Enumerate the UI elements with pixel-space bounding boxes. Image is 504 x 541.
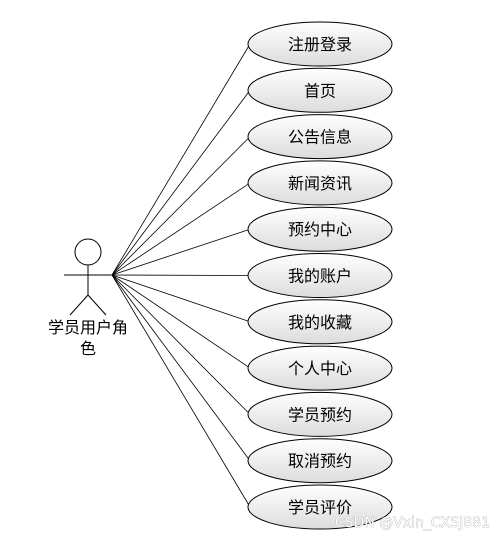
use-case-ellipse: [247, 160, 393, 206]
use-case: 我的账户: [247, 253, 393, 298]
use-case-ellipse: [247, 253, 393, 298]
use-case-ellipse: [247, 484, 393, 530]
association-line: [111, 136, 251, 276]
actor-left-leg: [69, 294, 89, 316]
association-line: [111, 90, 251, 276]
use-case-ellipse: [247, 21, 393, 67]
use-case-label: 首页: [304, 81, 336, 100]
association-line: [111, 228, 251, 276]
use-case: 新闻资讯: [247, 160, 393, 206]
use-case-label: 学员预约: [288, 405, 352, 424]
use-case-ellipse: [247, 114, 393, 160]
association-line: [111, 182, 251, 276]
actor: 学员用户角 色: [48, 238, 128, 358]
use-case: 我的收藏: [247, 299, 393, 345]
use-case: 公告信息: [247, 114, 393, 160]
association-line: [111, 43, 251, 276]
association-line: [111, 274, 251, 323]
use-case: 学员预约: [247, 391, 393, 437]
use-cases: 注册登录首页公告信息新闻资讯预约中心我的账户我的收藏个人中心学员预约取消预约学员…: [247, 21, 393, 530]
actor-label-line1: 学员用户角: [48, 318, 128, 337]
use-case: 注册登录: [247, 21, 393, 67]
use-case-ellipse: [247, 67, 393, 113]
association-line: [111, 274, 251, 415]
use-case: 学员评价: [247, 484, 393, 530]
use-case-label: 注册登录: [288, 35, 352, 54]
association-line: [111, 274, 251, 461]
use-case-label: 我的收藏: [288, 313, 352, 332]
use-case: 预约中心: [247, 206, 393, 252]
use-case-label: 学员评价: [288, 498, 352, 517]
use-case-ellipse: [247, 299, 393, 345]
use-case-ellipse: [247, 391, 393, 437]
use-case-label: 预约中心: [288, 220, 352, 239]
actor-label-line2: 色: [80, 339, 96, 358]
use-case-label: 取消预约: [288, 452, 352, 471]
association-lines: [111, 43, 251, 508]
association-line: [111, 274, 251, 369]
use-case-ellipse: [247, 345, 393, 391]
use-case-label: 我的账户: [288, 267, 352, 286]
use-case-label: 公告信息: [288, 128, 352, 147]
use-case: 个人中心: [247, 345, 393, 391]
use-case: 首页: [247, 67, 393, 113]
use-case: 取消预约: [247, 438, 393, 484]
actor-head: [74, 238, 102, 266]
association-line: [111, 274, 251, 508]
use-case-ellipse: [247, 206, 393, 252]
use-case-ellipse: [247, 438, 393, 484]
association-line: [111, 274, 251, 276]
watermark: CSDN @Vxin_CXSJ881: [335, 515, 490, 531]
use-case-label: 个人中心: [288, 359, 352, 378]
use-case-label: 新闻资讯: [288, 174, 352, 193]
actor-right-leg: [87, 294, 107, 316]
